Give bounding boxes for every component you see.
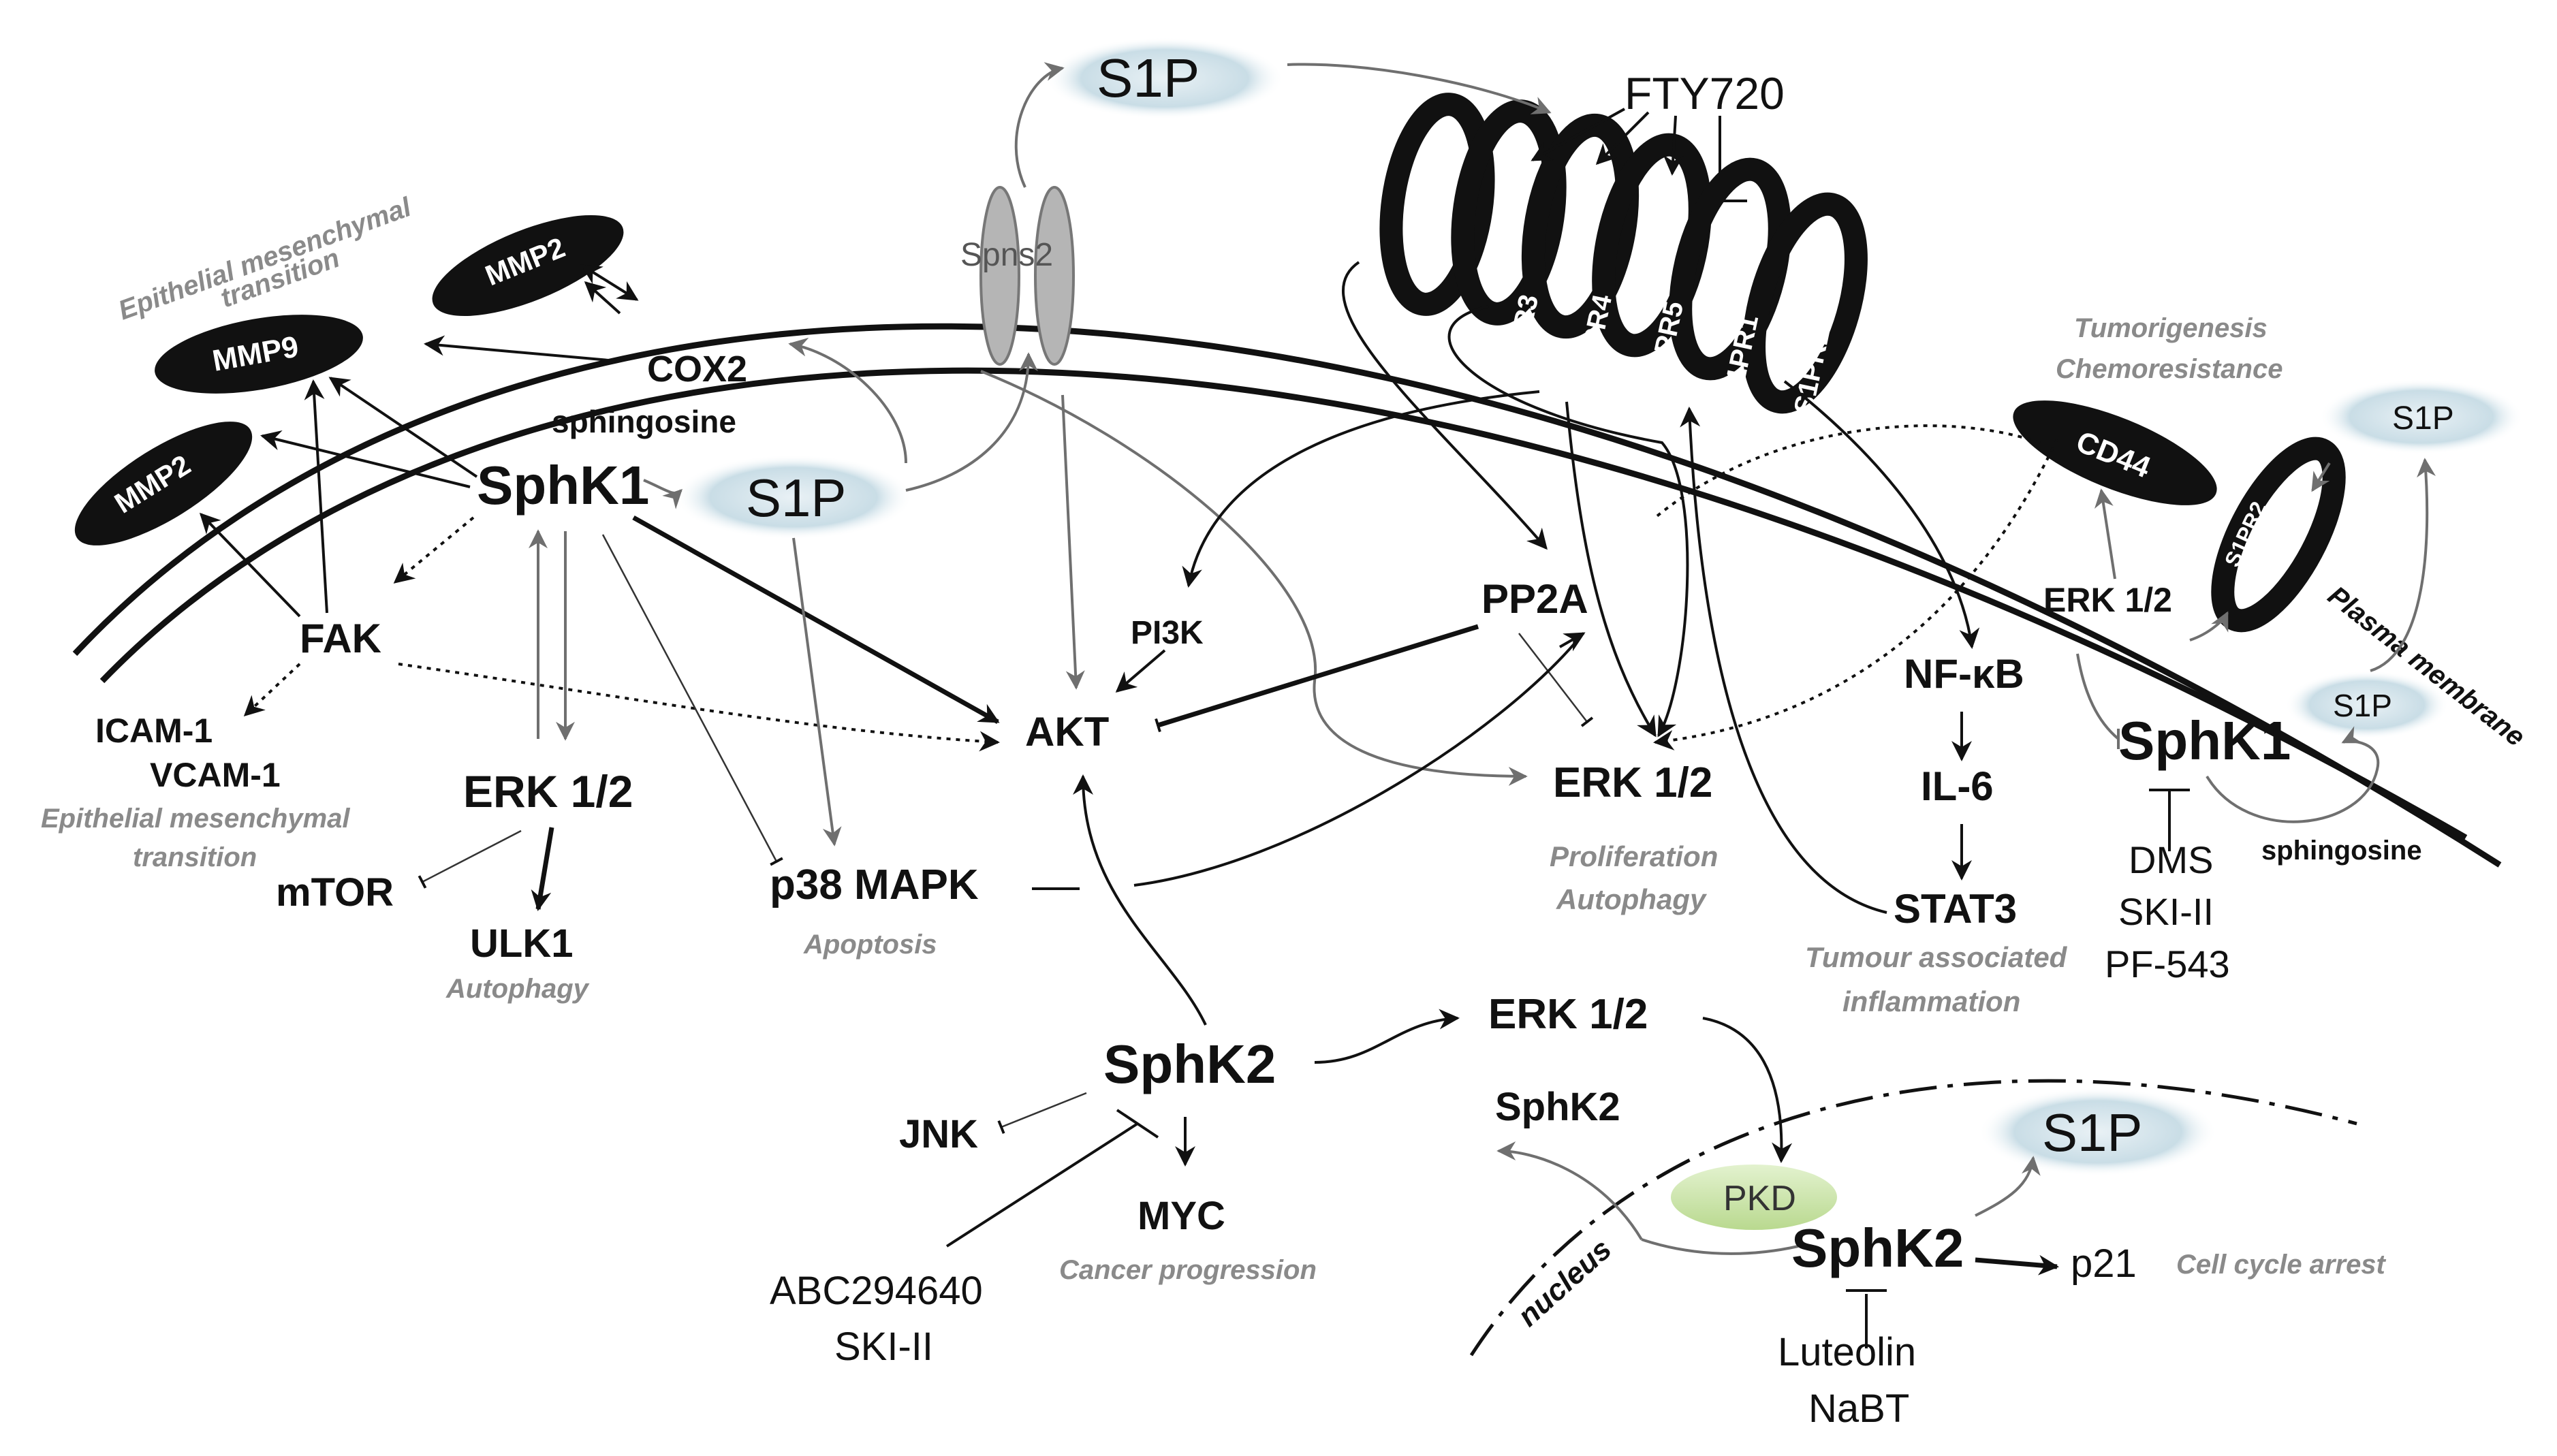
- sphingosine-left-label: sphingosine: [552, 404, 736, 439]
- dms-label: DMS: [2129, 838, 2213, 881]
- luteolin-label: Luteolin: [1778, 1330, 1916, 1374]
- myc-label: MYC: [1138, 1194, 1225, 1238]
- emt-left-note-2: transition: [133, 842, 257, 872]
- emt-left-note-1: Epithelial mesenchymal: [41, 804, 350, 834]
- cancer-progression-note: Cancer progression: [1059, 1255, 1317, 1285]
- s1p-nucleus-cloud: [1979, 1088, 2217, 1176]
- proliferation-note-2: Autophagy: [1556, 883, 1708, 915]
- jnk-label: JNK: [899, 1112, 978, 1156]
- tumorigenesis-note-2: Chemoresistance: [2056, 354, 2283, 384]
- s1p-top-cloud: [1046, 37, 1284, 119]
- mmp2-oval-b: [74, 422, 253, 545]
- nuclear-envelope: [1469, 1079, 2357, 1357]
- pp2a-label: PP2A: [1481, 576, 1588, 622]
- abc294640-label: ABC294640: [770, 1269, 983, 1313]
- s1p-mid-label: S1P: [746, 468, 846, 528]
- ski2-bottom-label: SKI-II: [834, 1325, 933, 1369]
- s1p-nucleus-label: S1P: [2042, 1103, 2142, 1162]
- nfkb-label: NF-κB: [1904, 651, 2024, 697]
- s1p-mid-cloud: [674, 455, 913, 539]
- inflammation-note-2: inflammation: [1842, 985, 2020, 1017]
- fty720-label: FTY720: [1625, 68, 1785, 118]
- sphk2-export-label: SphK2: [1495, 1085, 1620, 1129]
- pf543-label: PF-543: [2105, 943, 2230, 985]
- s1p-top-label: S1P: [1097, 48, 1199, 108]
- pi3k-label: PI3K: [1131, 615, 1204, 651]
- pathway-connectors: [199, 62, 2436, 1348]
- cox2-label: COX2: [647, 349, 747, 390]
- pkd-oval: [1671, 1165, 1837, 1230]
- p21-label: p21: [2071, 1241, 2137, 1286]
- vcam1-label: VCAM-1: [150, 756, 281, 794]
- pkd-label: PKD: [1723, 1179, 1796, 1218]
- s1p-right-top-cloud: [2319, 379, 2524, 454]
- erk-mid-label: ERK 1/2: [1553, 759, 1712, 806]
- sphk2-nucleus-label: SphK2: [1791, 1218, 1964, 1278]
- sphingosine-right-label: sphingosine: [2261, 836, 2422, 866]
- nabt-label: NaBT: [1808, 1387, 1909, 1431]
- erk-right-label: ERK 1/2: [2043, 581, 2172, 619]
- mmp9-oval: [155, 315, 363, 394]
- spns2-transporter: [979, 186, 1075, 366]
- sphk1-right-label: SphK1: [2118, 710, 2291, 771]
- emt-top-note-1: Epithelial mesenchymal: [114, 192, 415, 326]
- sphk1-left-label: SphK1: [477, 455, 649, 516]
- mtor-label: mTOR: [276, 870, 394, 915]
- cd44-oval: [2013, 400, 2217, 505]
- autophagy-note: Autophagy: [445, 974, 590, 1004]
- stat3-label: STAT3: [1894, 886, 2017, 932]
- ulk1-label: ULK1: [470, 921, 573, 966]
- fak-label: FAK: [300, 616, 381, 661]
- s1p-right-inner-cloud: [2285, 671, 2449, 739]
- icam1-label: ICAM-1: [95, 712, 213, 750]
- p38-label: p38 MAPK: [770, 861, 979, 908]
- inflammation-note-1: Tumour associated: [1805, 941, 2068, 973]
- erk-bottom-label: ERK 1/2: [1488, 991, 1648, 1038]
- spns2-label: Spns2: [960, 237, 1053, 273]
- erk-left-label: ERK 1/2: [463, 766, 633, 817]
- sphk2-mid-label: SphK2: [1103, 1034, 1276, 1094]
- apoptosis-note: Apoptosis: [803, 930, 937, 960]
- mmp2-oval-a: [432, 215, 624, 317]
- s1p-right-inner-label: S1P: [2333, 688, 2392, 723]
- il6-label: IL-6: [1921, 763, 1994, 809]
- tumorigenesis-note-1: Tumorigenesis: [2074, 313, 2268, 343]
- s1pr2-right-coil: [2211, 437, 2346, 633]
- ski2-right-label: SKI-II: [2118, 890, 2214, 933]
- proliferation-note-1: Proliferation: [1550, 840, 1718, 872]
- cell-cycle-arrest-note: Cell cycle arrest: [2176, 1250, 2387, 1280]
- s1p-right-top-label: S1P: [2392, 400, 2454, 437]
- akt-label: AKT: [1025, 709, 1109, 755]
